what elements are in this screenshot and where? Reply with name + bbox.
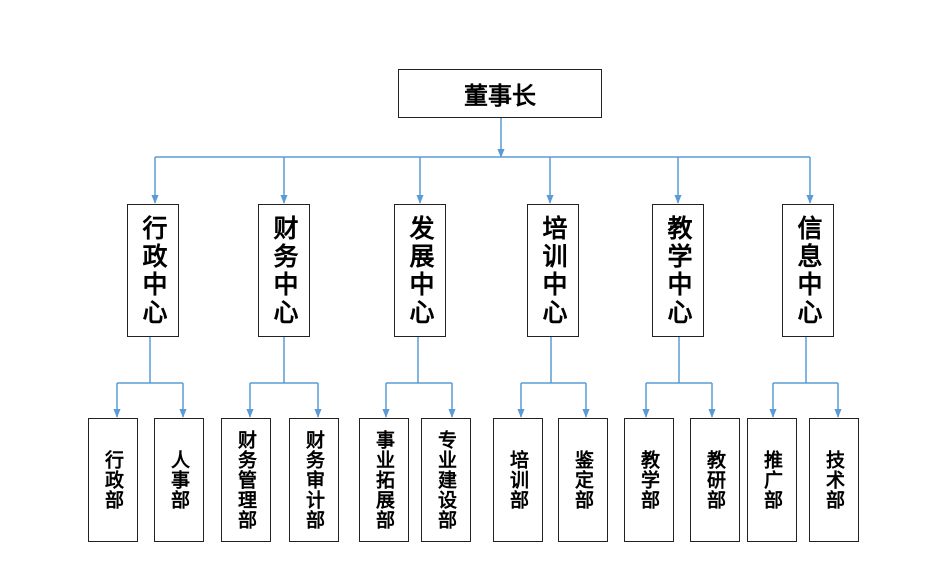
center-box-admin: 行政中心 — [127, 204, 179, 337]
center-box-development: 发展中心 — [394, 204, 446, 337]
dept-box-training: 培训部 — [493, 418, 543, 542]
dept-box-business-expansion: 事业拓展部 — [359, 418, 409, 542]
dept-label: 技术部 — [823, 450, 845, 510]
dept-box-teaching-research: 教研部 — [690, 418, 740, 542]
dept-label: 财务审计部 — [303, 430, 325, 530]
dept-label: 培训部 — [507, 450, 529, 510]
dept-box-admin: 行政部 — [88, 418, 138, 542]
dept-label: 专业建设部 — [435, 430, 457, 530]
dept-box-program-development: 专业建设部 — [421, 418, 471, 542]
chairman-label: 董事长 — [464, 82, 536, 110]
dept-label: 鉴定部 — [572, 450, 594, 510]
dept-label: 教学部 — [638, 450, 660, 510]
dept-box-technology: 技术部 — [809, 418, 859, 542]
dept-label: 人事部 — [168, 450, 190, 510]
dept-box-hr: 人事部 — [154, 418, 204, 542]
dept-box-financial-management: 财务管理部 — [221, 418, 271, 542]
center-label: 发展中心 — [406, 214, 435, 327]
center-box-information: 信息中心 — [782, 204, 834, 337]
dept-label: 事业拓展部 — [373, 430, 395, 530]
dept-label: 推广部 — [761, 450, 783, 510]
center-label: 信息中心 — [794, 214, 823, 327]
chairman-box: 董事长 — [398, 69, 602, 118]
dept-box-teaching: 教学部 — [624, 418, 674, 542]
dept-label: 教研部 — [704, 450, 726, 510]
center-label: 行政中心 — [139, 214, 168, 327]
dept-label: 财务管理部 — [235, 430, 257, 530]
center-box-training: 培训中心 — [527, 204, 579, 337]
dept-box-promotion: 推广部 — [747, 418, 797, 542]
center-box-teaching: 教学中心 — [652, 204, 704, 337]
center-label: 培训中心 — [539, 214, 568, 327]
dept-label: 行政部 — [102, 450, 124, 510]
center-label: 财务中心 — [270, 214, 299, 327]
center-box-finance: 财务中心 — [258, 204, 310, 337]
center-label: 教学中心 — [664, 214, 693, 327]
dept-box-appraisal: 鉴定部 — [558, 418, 608, 542]
dept-box-financial-audit: 财务审计部 — [289, 418, 339, 542]
